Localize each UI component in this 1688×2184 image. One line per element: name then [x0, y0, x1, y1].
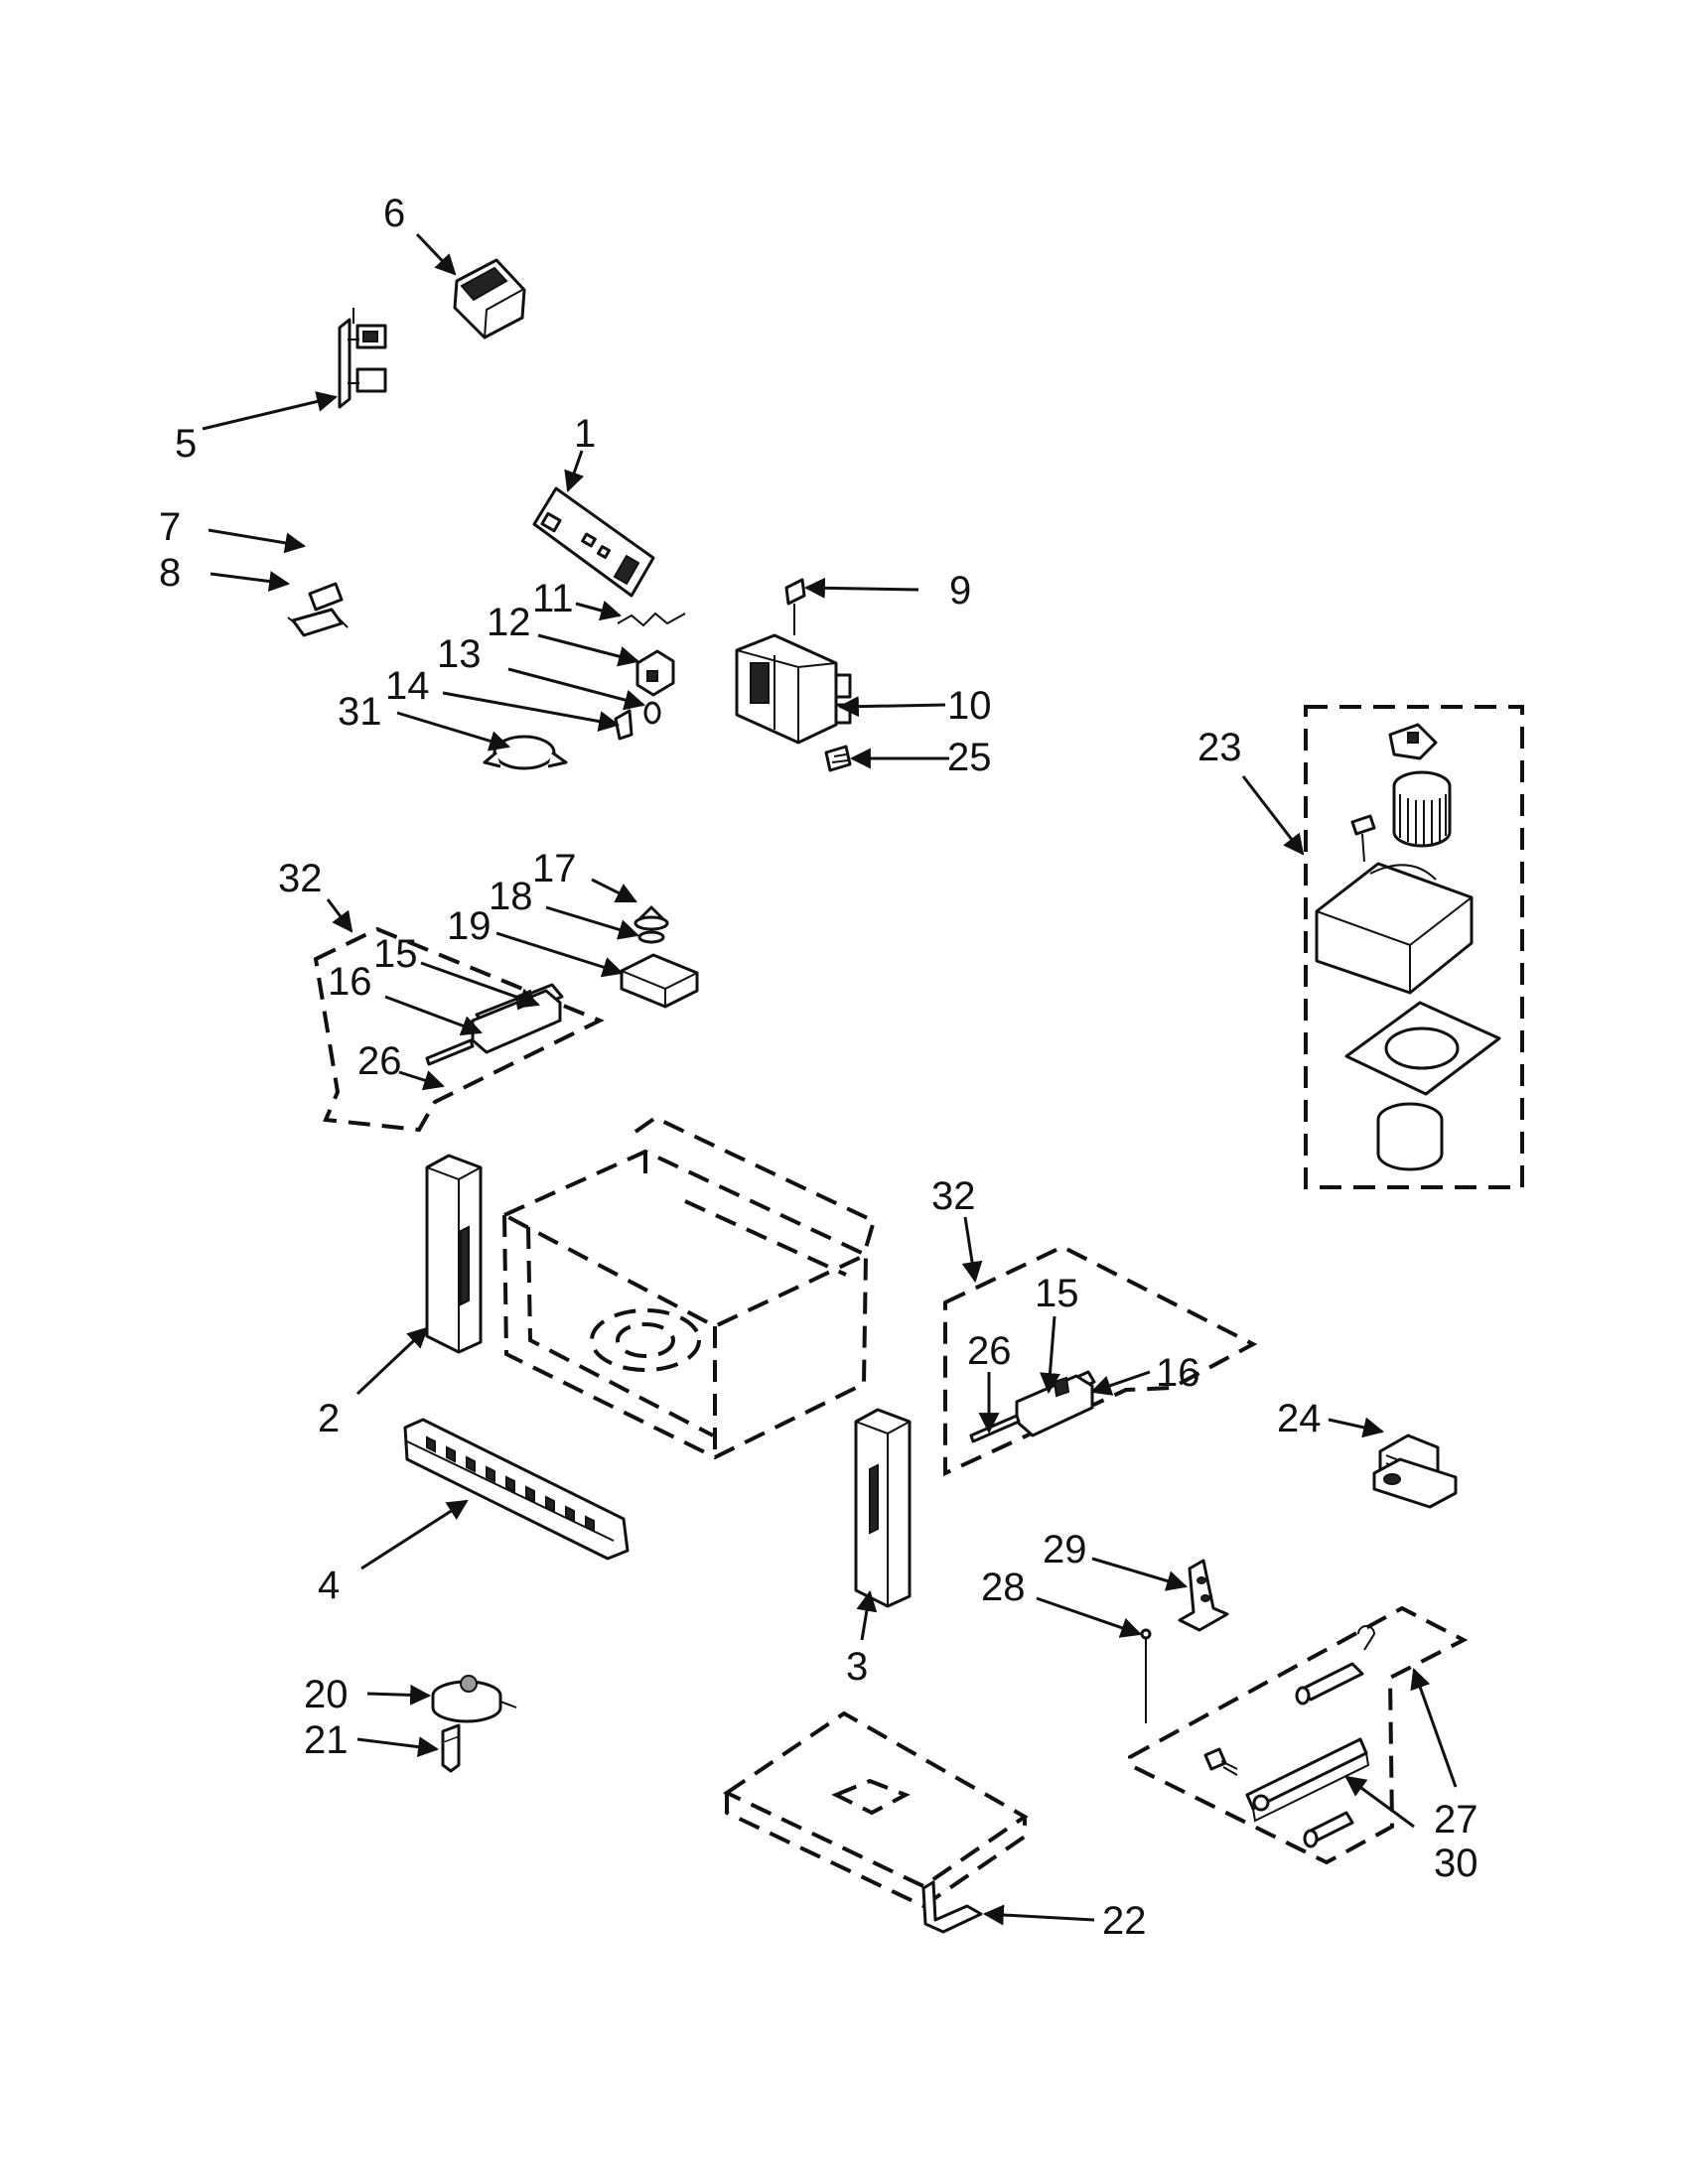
hinge-clip: [1357, 1625, 1376, 1651]
part-21-screw: [441, 1723, 461, 1773]
label-11: 11: [532, 577, 574, 620]
fan-screw: [1350, 814, 1376, 863]
label-6: 6: [383, 192, 405, 235]
cavity-floor: [722, 1710, 1029, 1909]
part-27-hinge-group: [1128, 1605, 1469, 1865]
label-16-upper: 16: [328, 960, 372, 1004]
part-20-motor: [431, 1675, 517, 1723]
fan-wheel: [1392, 770, 1452, 848]
part-11-wire: [617, 612, 686, 627]
part-3-trim-right: [854, 1408, 912, 1608]
part-31-thermostat: [483, 735, 568, 770]
part-28-pin: [1140, 1628, 1152, 1723]
part-13-bulb: [643, 701, 661, 725]
label-28: 28: [981, 1566, 1026, 1609]
label-18: 18: [489, 875, 533, 918]
part-23-fan-assembly: [1304, 705, 1524, 1189]
label-7: 7: [159, 505, 181, 549]
part-18-washer: [637, 930, 665, 944]
label-12: 12: [487, 601, 531, 644]
label-32-lower: 32: [931, 1174, 976, 1218]
part-26-actuator-upper: [425, 1038, 475, 1066]
oven-cavity: [499, 1115, 877, 1460]
label-15-upper: 15: [373, 932, 418, 976]
label-13: 13: [437, 632, 482, 676]
part-17-foot: [633, 905, 669, 931]
label-5: 5: [175, 422, 197, 466]
part-29-bracket: [1178, 1559, 1229, 1632]
label-4: 4: [318, 1564, 340, 1607]
part-5-relay-board: [338, 308, 387, 409]
part-2-trim-left: [425, 1154, 483, 1354]
part-19-bracket: [620, 953, 699, 1009]
part-8-fuse-holder: [287, 608, 349, 637]
part-4-vent-grille: [403, 1418, 630, 1561]
label-17: 17: [532, 847, 577, 890]
label-24: 24: [1277, 1397, 1322, 1440]
hinge-pin-bottom: [1303, 1811, 1354, 1848]
label-20: 20: [304, 1673, 349, 1716]
label-22: 22: [1102, 1899, 1147, 1943]
part-1-control-board: [532, 486, 655, 598]
label-21: 21: [304, 1718, 349, 1762]
part-6-switch: [453, 258, 526, 340]
label-32-upper: 32: [278, 857, 323, 900]
part-24-transformer: [1372, 1433, 1458, 1509]
label-26-lower: 26: [967, 1329, 1012, 1373]
part-16-switch-lower: [1015, 1374, 1094, 1437]
label-3: 3: [846, 1645, 868, 1689]
label-29: 29: [1043, 1528, 1087, 1571]
label-23: 23: [1197, 726, 1242, 769]
part-22-clip: [921, 1880, 983, 1934]
part-14-clip: [614, 709, 633, 741]
label-2: 2: [318, 1397, 340, 1440]
part-9-terminal: [784, 578, 806, 635]
label-8: 8: [159, 551, 181, 595]
part-16-switch-upper: [471, 989, 562, 1054]
label-14: 14: [385, 664, 430, 708]
part-7-fuse: [308, 582, 344, 612]
part-26-actuator-lower: [969, 1414, 1021, 1443]
label-30: 30: [1434, 1842, 1478, 1885]
label-31: 31: [338, 690, 382, 734]
grille-slots: [426, 1435, 595, 1533]
part-12-sensor: [635, 649, 675, 697]
label-16-lower: 16: [1156, 1351, 1200, 1395]
label-9: 9: [949, 569, 971, 613]
label-19: 19: [447, 904, 492, 948]
callout-labels: 6 5 1 7 8 9 11 12 13 14 31 10 25 23 32 1…: [159, 192, 1478, 1943]
hinge-pin-top: [1295, 1662, 1364, 1706]
hinge-screw: [1203, 1747, 1238, 1776]
label-15-lower: 15: [1035, 1272, 1079, 1315]
part-25-screw: [824, 745, 852, 772]
part-10-magnetron: [735, 633, 852, 745]
label-1: 1: [574, 412, 596, 456]
label-10: 10: [947, 684, 992, 728]
label-27: 27: [1434, 1798, 1478, 1842]
leader-lines: [202, 232, 1458, 1926]
label-26-upper: 26: [357, 1039, 402, 1083]
label-25: 25: [947, 736, 992, 779]
part-30-hinge-arm: [1245, 1737, 1370, 1823]
